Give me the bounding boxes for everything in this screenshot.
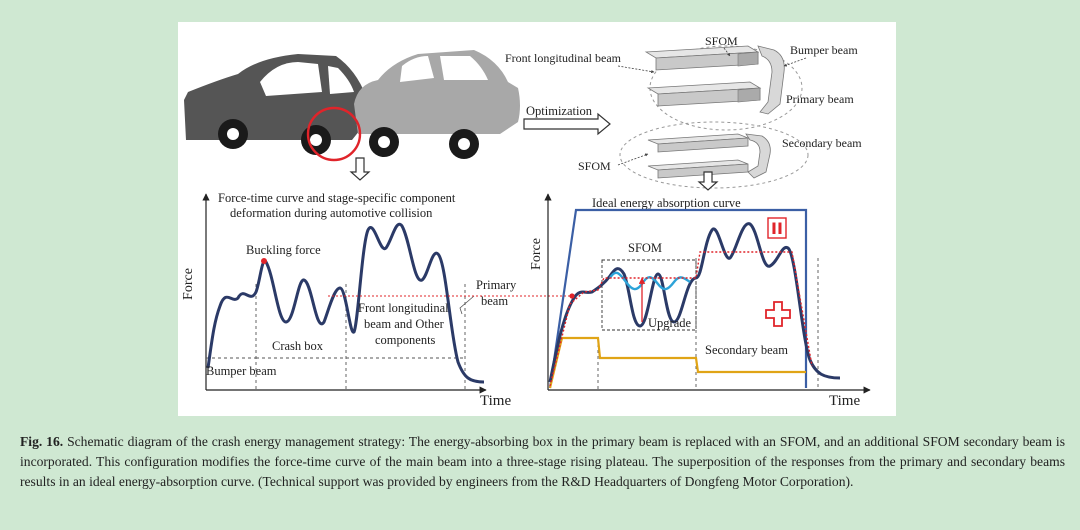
beam-assembly: SFOM Front longitudinal beam Bumper beam…	[505, 34, 862, 191]
left-plot-title-line2: deformation during automotive collision	[230, 206, 433, 220]
ideal-curve-title: Ideal energy absorption curve	[592, 196, 741, 210]
figure-svg: Optimization SFOM Front longitudinal bea…	[181, 34, 871, 409]
light-car	[354, 50, 520, 159]
figure-caption: Fig. 16. Schematic diagram of the crash …	[20, 432, 1065, 492]
right-primary-curve	[548, 222, 841, 383]
figure-panel: Optimization SFOM Front longitudinal bea…	[178, 22, 896, 416]
left-xlabel: Time	[480, 393, 511, 409]
svg-text:II: II	[771, 219, 783, 238]
upgrade-label: Upgrade	[648, 316, 691, 330]
crash-box-stage-label: Crash box	[272, 339, 324, 353]
caption-text: Schematic diagram of the crash energy ma…	[20, 434, 1065, 489]
front-stage-label-line1: Front longitudinal	[358, 301, 449, 315]
optimization-arrow: Optimization	[523, 104, 611, 136]
left-plot-title-line1: Force-time curve and stage-specific comp…	[218, 191, 456, 205]
left-primary-curve	[206, 222, 485, 384]
buckling-force-label: Buckling force	[246, 243, 321, 257]
right-force-time-plot: Force Time Ideal energy absorption curve…	[529, 193, 871, 409]
right-xlabel: Time	[829, 393, 860, 409]
buckling-point	[261, 258, 267, 264]
right-ylabel: Force	[529, 238, 544, 270]
left-ylabel: Force	[181, 268, 196, 300]
bumper-stage-label: Bumper beam	[206, 364, 277, 378]
front-stage-label-line2: beam and Other	[364, 317, 445, 331]
optimization-label: Optimization	[526, 104, 593, 118]
stage-two-icon: II	[767, 217, 787, 239]
down-arrow-right	[697, 171, 719, 191]
sfom-plot-label: SFOM	[628, 241, 662, 255]
primary-beam-plot-label-line1: Primary	[476, 278, 517, 292]
left-force-time-plot: Force-time curve and stage-specific comp…	[181, 191, 570, 409]
plus-icon	[765, 301, 791, 327]
front-longitudinal-label: Front longitudinal beam	[505, 51, 622, 65]
sfom-highlight-box	[601, 259, 697, 331]
bumper-beam-label: Bumper beam	[790, 43, 858, 57]
sfom-top-label: SFOM	[705, 34, 738, 48]
primary-beam-label: Primary beam	[786, 92, 854, 106]
front-stage-label-line3: components	[375, 333, 436, 347]
impact-circle	[306, 106, 362, 162]
sfom-bottom-label: SFOM	[578, 159, 611, 173]
primary-beam-plot-label-line2: beam	[481, 294, 508, 308]
dark-car	[184, 54, 368, 155]
sfom-curve	[608, 271, 691, 291]
figure-number: Fig. 16.	[20, 434, 64, 449]
crash-illustration	[184, 50, 520, 181]
secondary-beam-label: Secondary beam	[782, 136, 862, 150]
down-arrow-left	[349, 157, 371, 181]
ideal-absorption-curve	[548, 208, 808, 389]
secondary-beam-plot-label: Secondary beam	[705, 343, 788, 357]
